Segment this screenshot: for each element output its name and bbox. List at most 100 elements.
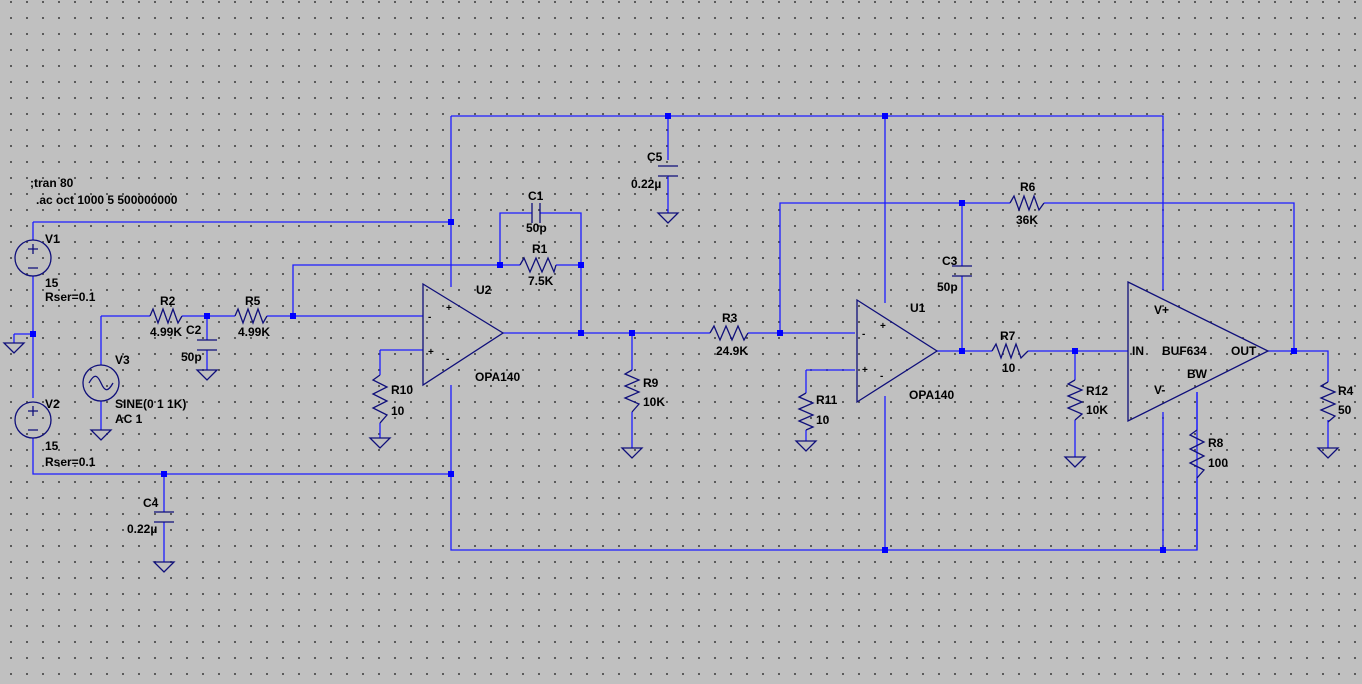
c3-value: 50p bbox=[937, 280, 958, 294]
v3-name: V3 bbox=[115, 353, 130, 367]
junction-dot bbox=[882, 547, 888, 553]
ac-directive: .ac oct 1000 5 500000000 bbox=[36, 193, 178, 207]
r4-value: 50 bbox=[1338, 403, 1352, 417]
voltage-source-v3[interactable]: V3 SINE(0 1 1K) AC 1 bbox=[82, 353, 186, 426]
resistor-r11[interactable]: R11 10 bbox=[797, 392, 838, 431]
ground-symbol bbox=[620, 447, 644, 459]
capacitor-c1[interactable]: C1 50p bbox=[526, 189, 547, 235]
r7-value: 10 bbox=[1002, 361, 1016, 375]
r1-name: R1 bbox=[532, 242, 548, 256]
junction-dot bbox=[290, 313, 296, 319]
buffer-buf634[interactable]: V+ IN BUF634 OUT BW V- bbox=[1127, 280, 1270, 423]
v1-name: V1 bbox=[45, 232, 60, 246]
junctions bbox=[30, 113, 1297, 553]
ground-symbol bbox=[1063, 456, 1087, 468]
u1-vminus-pin-sign: - bbox=[880, 371, 883, 382]
resistor-r6[interactable]: R6 36K bbox=[1009, 180, 1045, 227]
v1-rser: Rser=0.1 bbox=[45, 290, 96, 304]
junction-dot bbox=[665, 113, 671, 119]
buf-in-label: IN bbox=[1132, 344, 1144, 358]
u1-inverting-pin-sign: - bbox=[862, 329, 865, 340]
r6-name: R6 bbox=[1020, 180, 1036, 194]
r11-name: R11 bbox=[816, 393, 838, 407]
c4-name: C4 bbox=[143, 496, 159, 510]
r1-value: 7.5K bbox=[528, 274, 554, 288]
c5-name: C5 bbox=[647, 150, 663, 164]
r3-name: R3 bbox=[722, 311, 738, 325]
junction-dot bbox=[448, 471, 454, 477]
r8-name: R8 bbox=[1208, 436, 1224, 450]
opamp-u2[interactable]: - + + - U2 OPA140 bbox=[422, 282, 520, 387]
resistor-r9[interactable]: R9 10K bbox=[623, 369, 665, 413]
junction-dot bbox=[161, 471, 167, 477]
u2-inverting-pin-sign: - bbox=[428, 312, 431, 323]
ground-symbol bbox=[656, 212, 680, 224]
voltage-source-v1[interactable]: V1 15 Rser=0.1 bbox=[14, 232, 96, 304]
ground-symbol bbox=[2, 342, 26, 354]
u2-noninverting-pin-sign: + bbox=[428, 347, 434, 358]
r5-name: R5 bbox=[245, 294, 261, 308]
c1-value: 50p bbox=[526, 221, 547, 235]
junction-dot bbox=[882, 113, 888, 119]
junction-dot bbox=[578, 330, 584, 336]
resistor-r8[interactable]: R8 100 bbox=[1188, 429, 1228, 479]
capacitor-c2[interactable]: C2 50p bbox=[181, 323, 217, 364]
u2-vminus-pin-sign: - bbox=[446, 354, 449, 365]
v2-name: V2 bbox=[45, 397, 60, 411]
junction-dot bbox=[1072, 348, 1078, 354]
u2-model: OPA140 bbox=[475, 370, 520, 384]
buf-vminus-label: V- bbox=[1154, 383, 1165, 397]
junction-dot bbox=[959, 348, 965, 354]
junction-dot bbox=[497, 262, 503, 268]
v2-rser: Rser=0.1 bbox=[45, 455, 96, 469]
r5-value: 4.99K bbox=[238, 325, 270, 339]
buf-out-label: OUT bbox=[1231, 344, 1257, 358]
ground-symbol bbox=[89, 429, 113, 441]
c4-value: 0.22µ bbox=[127, 522, 157, 536]
v2-value: 15 bbox=[45, 439, 59, 453]
opamp-u1[interactable]: - + + - U1 OPA140 bbox=[856, 298, 954, 404]
resistor-r7[interactable]: R7 10 bbox=[991, 329, 1029, 375]
voltage-source-v2[interactable]: V2 15 Rser=0.1 bbox=[14, 397, 96, 469]
c2-value: 50p bbox=[181, 350, 202, 364]
resistor-r1[interactable]: R1 7.5K bbox=[519, 242, 557, 288]
u2-name: U2 bbox=[476, 283, 492, 297]
junction-dot bbox=[629, 330, 635, 336]
resistor-r2[interactable]: R2 4.99K bbox=[149, 294, 183, 339]
wires bbox=[13, 115, 1329, 562]
resistor-r3[interactable]: R3 24.9K bbox=[709, 311, 749, 358]
r6-value: 36K bbox=[1016, 213, 1038, 227]
r4-name: R4 bbox=[1338, 384, 1354, 398]
resistor-r12[interactable]: R12 10K bbox=[1066, 379, 1108, 421]
v3-ac: AC 1 bbox=[115, 412, 143, 426]
r8-value: 100 bbox=[1208, 456, 1228, 470]
c3-name: C3 bbox=[942, 254, 958, 268]
c5-value: 0.22µ bbox=[631, 177, 661, 191]
buf-vplus-label: V+ bbox=[1154, 303, 1169, 317]
spice-directives[interactable]: ;tran 80 .ac oct 1000 5 500000000 bbox=[30, 176, 178, 207]
tran-directive: ;tran 80 bbox=[30, 176, 74, 190]
r9-value: 10K bbox=[643, 395, 665, 409]
junction-dot bbox=[1291, 348, 1297, 354]
junction-dot bbox=[1160, 547, 1166, 553]
r3-value: 24.9K bbox=[716, 344, 748, 358]
r2-name: R2 bbox=[160, 294, 176, 308]
resistor-r10[interactable]: R10 10 bbox=[371, 374, 413, 424]
grounds bbox=[2, 212, 1340, 573]
ground-symbol bbox=[1316, 447, 1340, 459]
u1-model: OPA140 bbox=[909, 388, 954, 402]
ground-symbol bbox=[195, 369, 219, 381]
capacitor-c3[interactable]: C3 50p bbox=[937, 254, 972, 294]
r10-name: R10 bbox=[391, 383, 413, 397]
capacitor-c5[interactable]: C5 0.22µ bbox=[631, 150, 678, 191]
resistor-r5[interactable]: R5 4.99K bbox=[234, 294, 270, 339]
junction-dot bbox=[30, 331, 36, 337]
buf-bw-label: BW bbox=[1187, 367, 1208, 381]
capacitor-c4[interactable]: C4 0.22µ bbox=[127, 496, 174, 536]
v1-value: 15 bbox=[45, 276, 59, 290]
resistor-r4[interactable]: R4 50 bbox=[1319, 381, 1354, 423]
r12-value: 10K bbox=[1086, 403, 1108, 417]
r9-name: R9 bbox=[643, 376, 659, 390]
junction-dot bbox=[959, 200, 965, 206]
